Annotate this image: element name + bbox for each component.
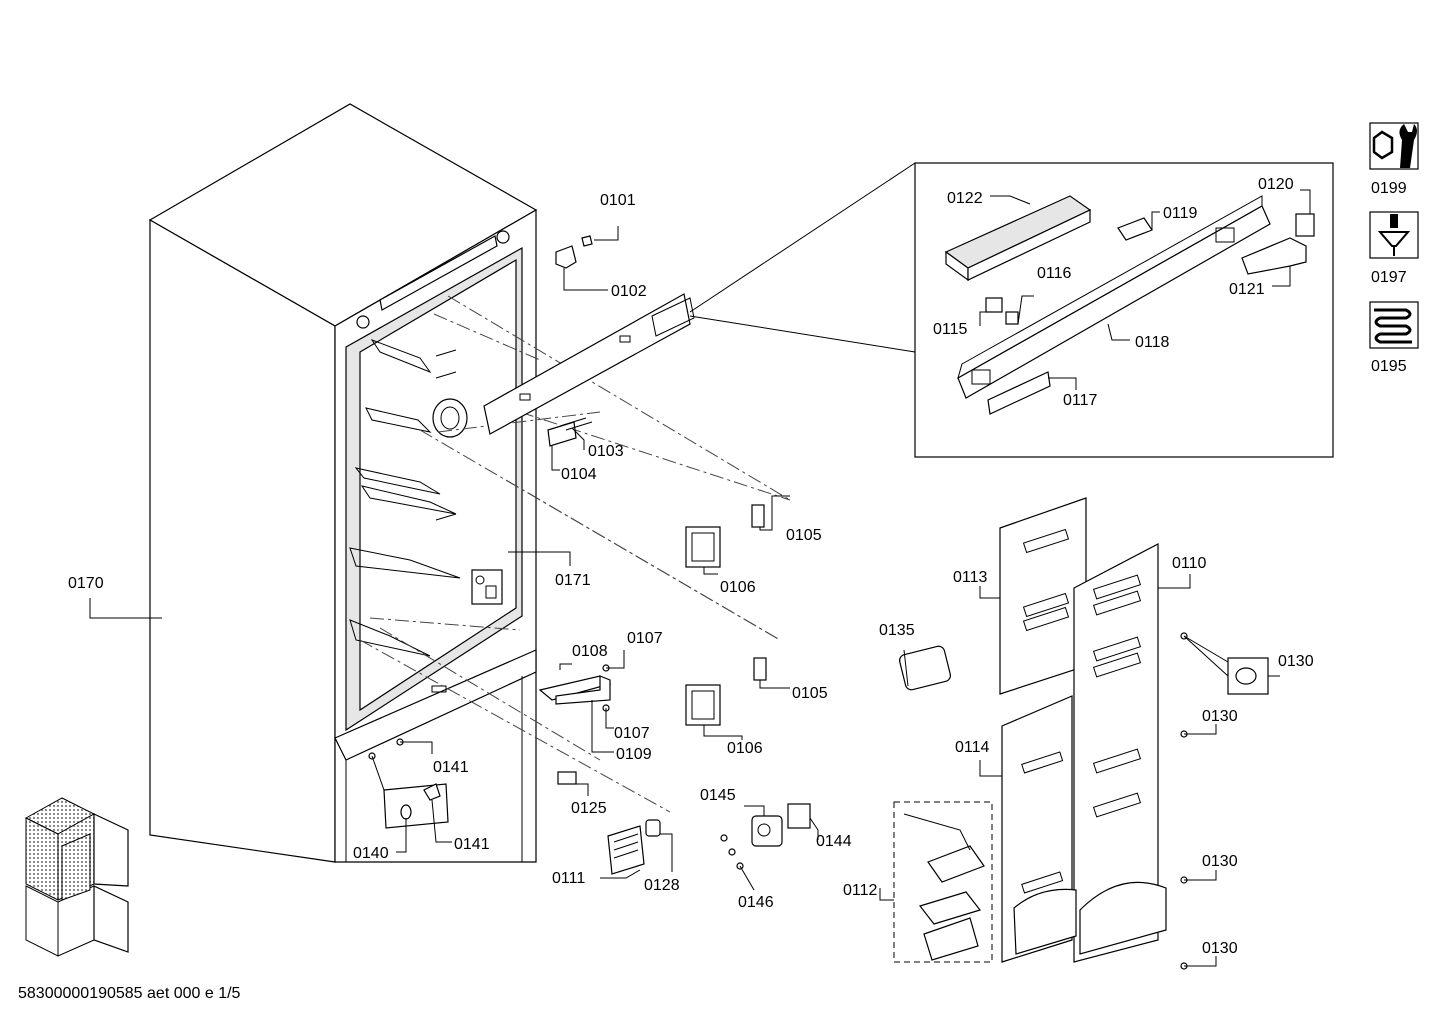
label-0109: 0109: [616, 746, 652, 763]
label-0121: 0121: [1229, 281, 1265, 298]
label-0145: 0145: [700, 787, 736, 804]
label-0113: 0113: [953, 569, 988, 586]
wrench-nut-icon: [1369, 122, 1419, 170]
assembly-lines: [359, 295, 791, 813]
heating-coil-icon: [1369, 301, 1419, 349]
label-0171: 0171: [555, 572, 591, 589]
label-0116: 0116: [1037, 265, 1072, 282]
label-0128: 0128: [644, 877, 680, 894]
label-0105-a: 0105: [786, 527, 822, 544]
small-parts: [368, 235, 811, 875]
fridge-cabinet: [148, 103, 538, 863]
label-0107-b: 0107: [614, 725, 650, 742]
label-0111: 0111: [552, 870, 585, 887]
label-0144: 0144: [816, 833, 852, 850]
label-0108: 0108: [572, 643, 608, 660]
fridge-thumbnail: [24, 797, 129, 957]
label-0130-d: 0130: [1202, 940, 1238, 957]
leader-lines: [89, 189, 1311, 967]
label-0114: 0114: [955, 739, 990, 756]
rear-panels: [893, 497, 1269, 970]
legend-icons: 0199 0197 0195: [1369, 122, 1419, 375]
label-0118: 0118: [1135, 334, 1170, 351]
label-0107-a: 0107: [627, 630, 663, 647]
label-0195: 0195: [1371, 358, 1407, 375]
label-0125: 0125: [571, 800, 607, 817]
label-0135: 0135: [879, 622, 915, 639]
label-0101: 0101: [600, 192, 636, 209]
document-footer-code: 58300000190585 aet 000 e 1/5: [18, 985, 241, 1002]
label-0122: 0122: [947, 190, 983, 207]
detail-inset-box: [689, 162, 1334, 458]
part-labels: 0101 0102 0103 0104 0105 0106 0105 0106 …: [68, 176, 1314, 957]
label-0197: 0197: [1371, 269, 1407, 286]
screwdriver-icon: [1369, 211, 1419, 259]
label-0130-a: 0130: [1278, 653, 1314, 670]
label-0112: 0112: [843, 882, 878, 899]
label-0117: 0117: [1063, 392, 1098, 409]
label-0106-b: 0106: [727, 740, 763, 757]
label-0146: 0146: [738, 894, 774, 911]
label-0170: 0170: [68, 575, 104, 592]
label-0104: 0104: [561, 466, 597, 483]
label-0120: 0120: [1258, 176, 1294, 193]
label-0119: 0119: [1163, 205, 1198, 222]
label-0115: 0115: [933, 321, 968, 338]
label-0130-c: 0130: [1202, 853, 1238, 870]
label-0141-b: 0141: [454, 836, 490, 853]
label-0130-b: 0130: [1202, 708, 1238, 725]
label-0105-b: 0105: [792, 685, 828, 702]
label-0199: 0199: [1371, 180, 1407, 197]
label-0102: 0102: [611, 283, 647, 300]
label-0106-a: 0106: [720, 579, 756, 596]
label-0103: 0103: [588, 443, 624, 460]
label-0140: 0140: [353, 845, 389, 862]
label-0110: 0110: [1172, 555, 1207, 572]
label-0141-a: 0141: [433, 759, 469, 776]
